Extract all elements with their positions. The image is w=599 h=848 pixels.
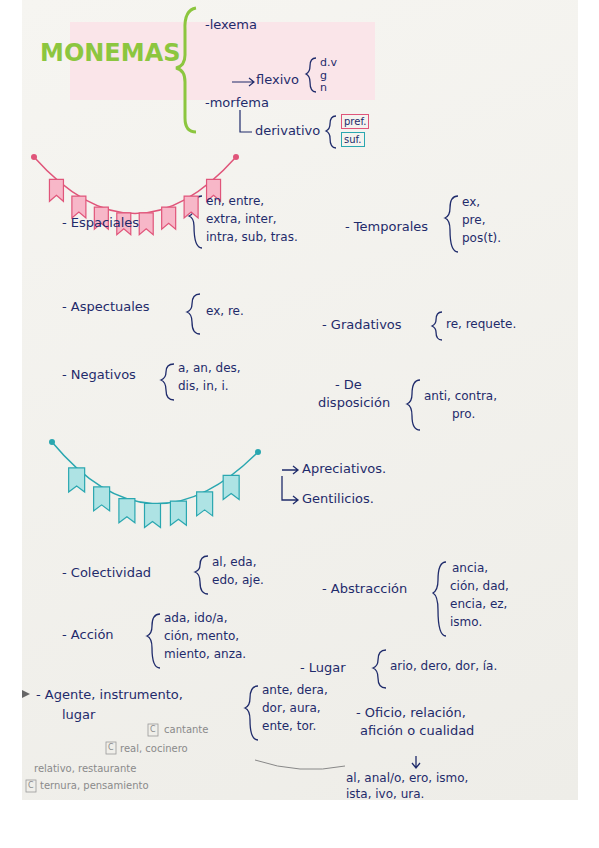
note-text: - Abstracción bbox=[322, 582, 407, 597]
note-text: - Espaciales bbox=[62, 216, 139, 231]
note-text: ista, ivo, ura. bbox=[346, 788, 424, 802]
note-text: pos(t). bbox=[462, 232, 501, 246]
note-text: Gentilicios. bbox=[302, 492, 374, 507]
bunting-flag bbox=[94, 487, 110, 511]
bunting-flag bbox=[139, 213, 153, 235]
note-text: extra, inter, bbox=[206, 213, 277, 227]
note-text: intra, sub, tras. bbox=[206, 231, 298, 245]
note-text: ente, tor. bbox=[262, 720, 316, 734]
tag-box: suf. bbox=[341, 132, 365, 147]
note-text: cantante bbox=[164, 724, 208, 736]
note-text: -lexema bbox=[205, 18, 257, 33]
note-text: n bbox=[320, 82, 327, 95]
bunting-flag bbox=[49, 179, 63, 201]
note-text: -morfema bbox=[205, 96, 269, 111]
note-text: al, eda, bbox=[212, 556, 256, 570]
note-text: anti, contra, bbox=[424, 390, 497, 404]
note-text: ternura, pensamiento bbox=[40, 780, 149, 792]
note-text: dis, in, i. bbox=[178, 380, 229, 394]
bunting-flag bbox=[223, 475, 239, 499]
note-text: lugar bbox=[62, 708, 95, 723]
bunting-flag bbox=[72, 196, 86, 218]
note-text: ario, dero, dor, ía. bbox=[390, 660, 497, 674]
note-text: g bbox=[320, 70, 327, 83]
note-text: ancia, bbox=[452, 562, 488, 576]
note-text: derivativo bbox=[255, 124, 320, 139]
note-text: - Lugar bbox=[300, 661, 346, 676]
note-text: pro. bbox=[452, 408, 475, 422]
note-text: ismo. bbox=[450, 616, 482, 630]
note-text: pre, bbox=[462, 214, 485, 228]
note-text: - Agente, instrumento, bbox=[36, 688, 183, 703]
bunting-flag bbox=[197, 492, 213, 516]
note-text: ada, ido/a, bbox=[164, 612, 227, 626]
tag-text: pref. bbox=[344, 116, 366, 127]
bunting-flag bbox=[162, 207, 176, 229]
note-text: ex, bbox=[462, 196, 480, 210]
note-text: - Colectividad bbox=[62, 566, 151, 581]
note-text: ante, dera, bbox=[262, 684, 328, 698]
note-text: edo, aje. bbox=[212, 574, 264, 588]
note-text: miento, anza. bbox=[164, 648, 246, 662]
bunting-flag bbox=[170, 501, 186, 525]
note-text: d.v bbox=[320, 57, 337, 70]
note-text: - Acción bbox=[62, 628, 114, 643]
note-text: afición o cualidad bbox=[360, 724, 474, 739]
bunting-flag bbox=[184, 196, 198, 218]
tag-text: suf. bbox=[344, 134, 362, 145]
note-text: disposición bbox=[318, 396, 390, 411]
note-text: flexivo bbox=[256, 73, 299, 88]
note-text: en, entre, bbox=[206, 195, 264, 209]
title-text: MONEMAS bbox=[40, 40, 181, 68]
note-text: a, an, des, bbox=[178, 362, 241, 376]
note-text: - Negativos bbox=[62, 368, 136, 383]
bunting-flag bbox=[145, 504, 161, 528]
note-text: - Aspectuales bbox=[62, 300, 150, 315]
note-text: ción, mento, bbox=[164, 630, 239, 644]
bunting-flag bbox=[69, 468, 85, 492]
note-text: ción, dad, bbox=[450, 580, 509, 594]
note-text: C bbox=[108, 743, 114, 752]
note-text: dor, aura, bbox=[262, 702, 321, 716]
note-text: ex, re. bbox=[206, 305, 244, 319]
note-text: C bbox=[150, 725, 156, 734]
bunting-flag bbox=[119, 499, 135, 523]
note-text: Apreciativos. bbox=[302, 462, 386, 477]
note-text: al, anal/o, ero, ismo, bbox=[346, 772, 468, 786]
note-text: - Temporales bbox=[345, 220, 428, 235]
note-text: real, cocinero bbox=[120, 743, 188, 755]
note-text: - Gradativos bbox=[322, 318, 402, 333]
tag-box: pref. bbox=[341, 114, 369, 129]
note-text: - De bbox=[335, 378, 362, 393]
note-text: relativo, restaurante bbox=[34, 763, 136, 775]
note-text: C bbox=[28, 781, 34, 790]
note-text: encia, ez, bbox=[450, 598, 507, 612]
note-text: re, requete. bbox=[446, 318, 516, 332]
note-text: - Oficio, relación, bbox=[356, 706, 466, 721]
